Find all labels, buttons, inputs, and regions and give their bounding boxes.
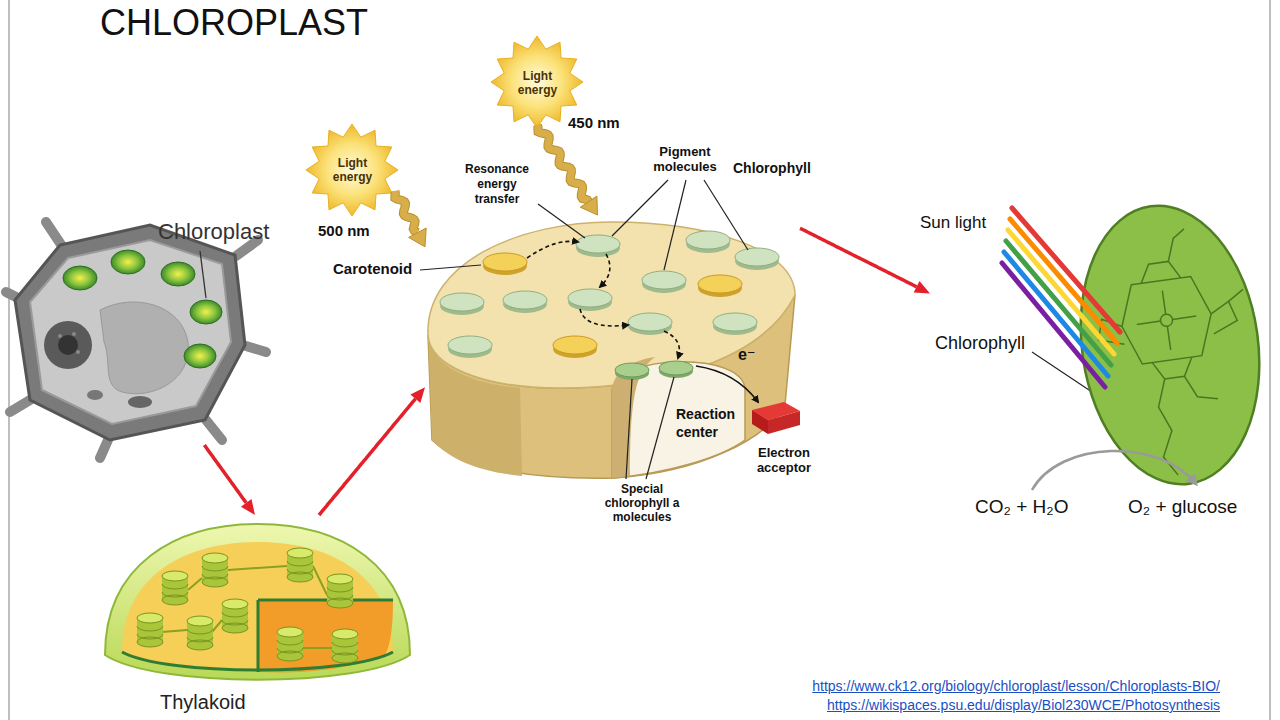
- wavelength-label: 450 nm: [568, 114, 648, 131]
- arrow-head: [410, 387, 425, 403]
- chloroplast-illustration: Thylakoid: [95, 515, 415, 718]
- plant-cell: [6, 222, 266, 458]
- process-label: Resonance energy transfer: [454, 162, 540, 207]
- zoom-arrow: [800, 228, 930, 293]
- node-label-holder: Chloroplast: [158, 219, 298, 244]
- arrow-head: [580, 196, 597, 215]
- node-label-holder: Light energy: [322, 156, 383, 184]
- part-label-holder: Special chlorophyll a molecules: [592, 482, 692, 524]
- zoom-arrow: [319, 387, 425, 515]
- light-burst: [306, 124, 398, 216]
- part-label-holder: Carotenoid: [333, 260, 417, 277]
- arrow-line: [395, 191, 418, 233]
- node-label: Thylakoid: [160, 691, 280, 714]
- leader-lines: [420, 180, 1110, 479]
- node-label: Reaction center: [676, 405, 744, 441]
- wavelength-label-holder: 500 nm: [318, 222, 388, 239]
- cell-illustration: Chloroplast: [0, 205, 305, 445]
- part-label: Pigment molecules: [645, 144, 725, 174]
- photosystem-block: [428, 222, 800, 478]
- node-label: Light energy: [322, 156, 383, 184]
- process-label-holder: Resonance energy transfer: [454, 162, 540, 207]
- chlorophyll-molecule: Chlorophyll: [930, 205, 1265, 500]
- wavelength-label-holder: 450 nm: [568, 114, 648, 131]
- chloroplast-cutaway: [105, 524, 410, 680]
- electron-symbol: e⁻: [738, 346, 764, 364]
- arrow-outline: [538, 125, 589, 202]
- electron-symbol-holder: e⁻: [738, 346, 764, 364]
- node-label-holder: Chlorophyll: [935, 333, 1040, 354]
- slide-title-holder: CHLOROPLAST: [100, 2, 540, 43]
- reactants-label: CO₂ + H₂O: [975, 496, 1110, 518]
- part-label: Electron acceptor: [742, 445, 826, 475]
- zoom-arrow: [204, 445, 255, 515]
- products-label: O₂ + glucose: [1128, 496, 1263, 518]
- source-link: https://www.ck12.org/biology/chloroplast…: [560, 678, 1220, 694]
- slide-title: CHLOROPLAST: [100, 2, 540, 43]
- arrow-head: [241, 499, 255, 515]
- part-label-holder: Sun light: [920, 213, 1010, 233]
- light-burst: Light energy: [495, 40, 580, 125]
- source-link-holder: https://www.ck12.org/biology/chloroplast…: [560, 678, 1220, 694]
- part-label-holder: Chlorophyll: [733, 160, 833, 176]
- node-label-holder: Light energy: [507, 69, 568, 97]
- arrow-line: [538, 125, 589, 202]
- arrow-head: [409, 228, 427, 247]
- part-label-holder: Electron acceptor: [742, 445, 826, 475]
- products-label-holder: O₂ + glucose: [1128, 496, 1263, 518]
- arrow-line: [800, 228, 917, 286]
- reactants-label-holder: CO₂ + H₂O: [975, 496, 1110, 518]
- node-label-holder: Reaction center: [676, 405, 744, 441]
- arrow-outline: [395, 191, 418, 233]
- arrow-line: [319, 399, 415, 515]
- light-arrow: [395, 191, 426, 247]
- part-label-holder: Pigment molecules: [645, 144, 725, 174]
- node-label-holder: Thylakoid: [160, 691, 280, 714]
- light-burst: Light energy: [310, 128, 395, 212]
- chlorophyll-panel: [1002, 194, 1277, 496]
- part-label: Carotenoid: [333, 260, 417, 277]
- node-label: Chloroplast: [158, 219, 298, 244]
- arrow-line: [204, 445, 246, 503]
- source-link: https://wikispaces.psu.edu/display/Biol2…: [560, 697, 1220, 713]
- part-label: Special chlorophyll a molecules: [592, 482, 692, 524]
- light-arrow: [538, 125, 598, 215]
- wavelength-label: 500 nm: [318, 222, 388, 239]
- node-label: Light energy: [507, 69, 568, 97]
- arrow-head: [914, 281, 930, 294]
- source-link-holder: https://wikispaces.psu.edu/display/Biol2…: [560, 697, 1220, 713]
- part-label: Chlorophyll: [733, 160, 833, 176]
- part-label: Sun light: [920, 213, 1010, 233]
- node-label: Chlorophyll: [935, 333, 1040, 354]
